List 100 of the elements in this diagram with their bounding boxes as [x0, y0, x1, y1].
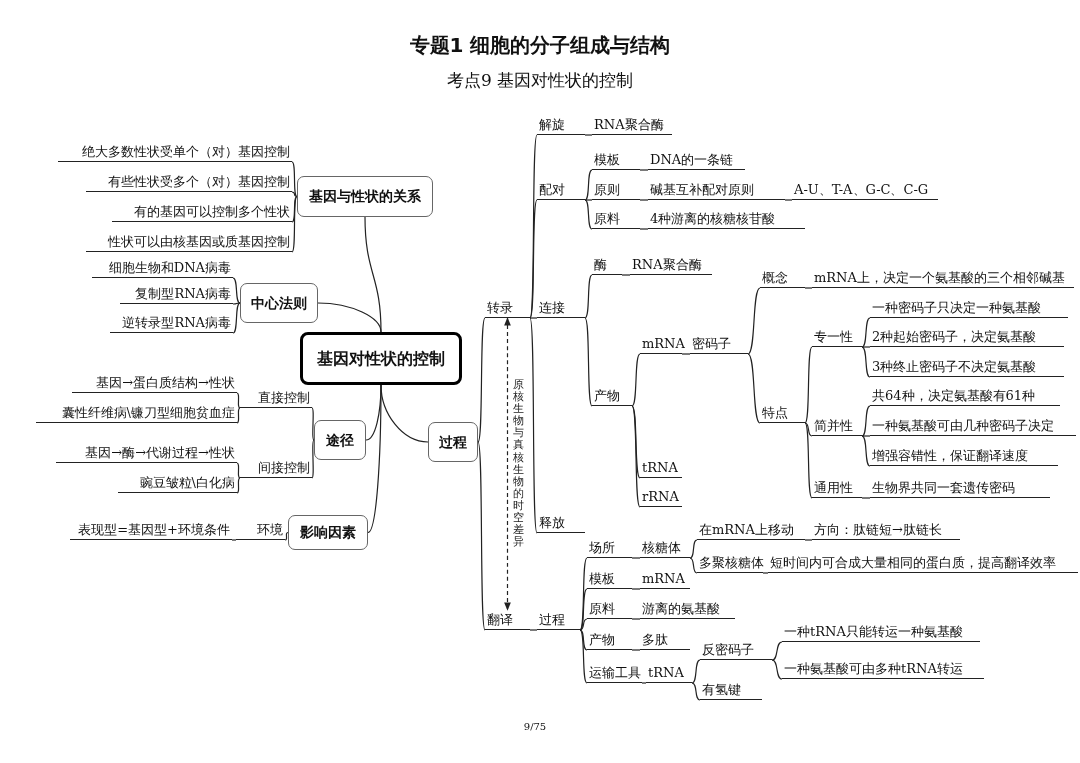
underlined-topic: 转录	[485, 298, 530, 318]
underlined-topic: A-U、T-A、G-C、C-G	[792, 180, 938, 200]
underlined-topic: 有些性状受多个（对）基因控制	[86, 172, 292, 192]
underlined-topic: 原则	[592, 180, 640, 200]
connector-line	[584, 134, 593, 136]
connector-line	[579, 618, 588, 631]
connector-line	[804, 422, 813, 437]
underlined-topic: 配对	[537, 180, 585, 200]
connector-line	[529, 199, 538, 319]
connector-line	[631, 405, 641, 508]
connector-line	[579, 629, 588, 651]
connector-line	[691, 659, 701, 684]
connector-line	[689, 539, 698, 559]
underlined-topic: 间接控制	[240, 458, 312, 478]
title: 专题1 细胞的分子组成与结构	[408, 32, 672, 58]
underlined-topic: 一种氨基酸可由几种密码子决定	[870, 416, 1076, 436]
connector-line	[784, 199, 793, 201]
underlined-topic: 逆转录型RNA病毒	[110, 313, 233, 333]
connector-line	[621, 274, 631, 276]
central-topic-box: 基因对性状的控制	[300, 332, 462, 385]
connector-line	[236, 477, 241, 494]
underlined-topic: 原料	[587, 599, 632, 619]
connector-line	[291, 191, 298, 198]
connector-line	[284, 531, 289, 541]
edge-label: 原核生物与真核生物的时空差异	[512, 379, 524, 549]
connector-line	[804, 287, 813, 289]
connector-line	[762, 572, 769, 574]
connector-line	[639, 228, 649, 230]
connector-line	[584, 199, 593, 201]
connector-line	[861, 435, 871, 437]
connector-line	[291, 161, 298, 198]
connector-line	[804, 539, 813, 541]
topic-box: 过程	[428, 422, 478, 462]
underlined-topic: 基因→蛋白质结构→性状	[72, 373, 237, 393]
underlined-topic: 一种氨基酸可由多种tRNA转运	[782, 659, 984, 679]
subtitle: 考点9 基因对性状的控制	[445, 69, 635, 92]
underlined-topic: 产物	[587, 630, 632, 650]
connector-line	[529, 317, 538, 319]
connector-line	[584, 169, 593, 201]
connector-line	[804, 346, 813, 424]
underlined-topic: 一种tRNA只能转运一种氨基酸	[782, 622, 980, 642]
connector-line	[861, 346, 871, 348]
topic-box: 影响因素	[288, 515, 368, 550]
connector-line	[584, 274, 593, 319]
connector-line	[689, 557, 698, 574]
connector-line	[236, 462, 241, 479]
underlined-topic: 酶	[592, 255, 622, 275]
underlined-topic: 在mRNA上移动	[697, 520, 805, 540]
underlined-topic: 简并性	[812, 416, 862, 436]
underlined-topic: 多肽	[640, 630, 690, 650]
connector-line	[380, 384, 429, 443]
connector-line	[771, 641, 783, 661]
underlined-topic: 3种终止密码子不决定氨基酸	[870, 357, 1064, 377]
connector-line	[631, 649, 641, 651]
underlined-topic: mRNA上，决定一个氨基酸的三个相邻碱基	[812, 268, 1074, 288]
connector-line	[641, 682, 647, 684]
underlined-topic: 核糖体	[640, 538, 690, 558]
underlined-topic: mRNA	[640, 569, 690, 589]
connector-line	[639, 169, 649, 171]
underlined-topic: 基因→酶→代谢过程→性状	[56, 443, 237, 463]
connector-line	[477, 317, 486, 443]
connector-line	[747, 353, 761, 424]
page-number: 9/75	[522, 720, 548, 734]
connector-line	[631, 353, 641, 407]
connector-line	[631, 557, 641, 559]
connector-line	[691, 682, 701, 701]
underlined-topic: 豌豆皱粒\白化病	[118, 473, 237, 493]
underlined-topic: RNA聚合酶	[630, 255, 712, 275]
underlined-topic: tRNA	[640, 458, 682, 478]
underlined-topic: 产物	[592, 386, 632, 406]
underlined-topic: 性状可以由核基因或质基因控制	[86, 232, 292, 252]
connector-line	[584, 317, 593, 407]
underlined-topic: 解旋	[537, 115, 585, 135]
underlined-topic: DNA的一条链	[648, 150, 745, 170]
connector-line	[364, 216, 382, 333]
underlined-topic: 有的基因可以控制多个性状	[112, 202, 292, 222]
connector-line	[236, 392, 241, 409]
underlined-topic: 反密码子	[700, 640, 772, 660]
underlined-topic: RNA聚合酶	[592, 115, 672, 135]
underlined-topic: 增强容错性，保证翻译速度	[870, 446, 1058, 466]
connector-line	[291, 195, 298, 253]
connector-line	[771, 659, 783, 680]
underlined-topic: 模板	[587, 569, 632, 589]
underlined-topic: 一种密码子只决定一种氨基酸	[870, 298, 1068, 318]
underlined-topic: 囊性纤维病\镰刀型细胞贫血症	[36, 403, 237, 423]
underlined-topic: rRNA	[640, 487, 682, 507]
connector-line	[747, 287, 761, 355]
underlined-topic: 多聚核糖体	[697, 553, 763, 573]
underlined-topic: 特点	[760, 403, 805, 423]
connector-line	[584, 199, 593, 230]
underlined-topic: 过程	[537, 610, 580, 630]
connector-line	[804, 422, 813, 499]
connector-line	[861, 317, 871, 348]
connector-line	[317, 302, 382, 333]
topic-box: 中心法则	[240, 283, 318, 323]
underlined-topic: 概念	[760, 268, 805, 288]
connector-line	[861, 497, 871, 499]
underlined-topic: 碱基互补配对原则	[648, 180, 785, 200]
underlined-topic: 专一性	[812, 327, 862, 347]
underlined-topic: 绝大多数性状受单个（对）基因控制	[58, 142, 292, 162]
